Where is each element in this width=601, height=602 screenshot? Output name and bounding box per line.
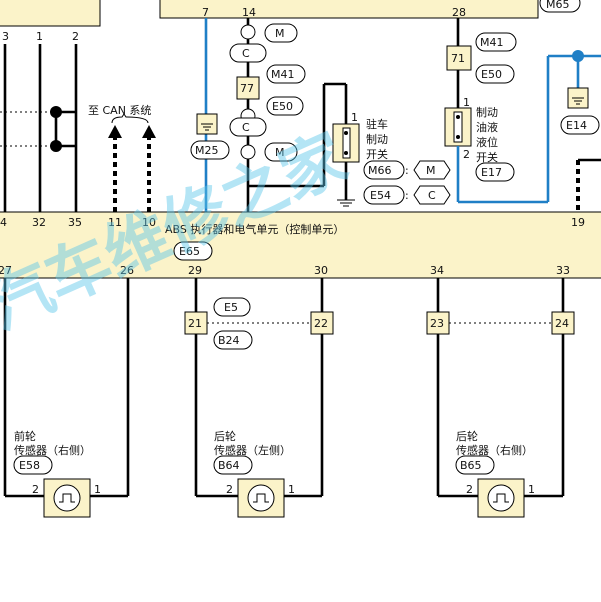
pin-26: 26 <box>120 264 134 277</box>
parking-brake-switch: 1 驻车 制动 开关 <box>332 111 388 207</box>
pin-1: 1 <box>463 96 470 109</box>
code-e50: E50 <box>481 68 502 81</box>
connector-group-m66: M66 : M E54 : C <box>363 160 451 205</box>
box-22: 22 <box>314 317 328 330</box>
fluid-label: 制动 <box>476 106 498 119</box>
connectors-center: M C 77 M41 E50 C M25 M <box>190 23 306 162</box>
pin-33: 33 <box>556 264 570 277</box>
pulse-sensor-icon <box>247 484 275 512</box>
code-e5: E5 <box>224 301 238 314</box>
parking-label: 开关 <box>366 147 388 161</box>
code-m65: M65 <box>546 0 570 11</box>
parking-label: 制动 <box>366 133 388 146</box>
box-21: 21 <box>188 317 202 330</box>
code-m41: M41 <box>480 36 504 49</box>
code-m: M <box>275 27 285 40</box>
code-b24: B24 <box>218 334 240 347</box>
svg-text:前轮: 前轮 <box>14 429 36 443</box>
svg-text:1: 1 <box>94 483 101 496</box>
code-c: C <box>242 121 250 134</box>
svg-text:1: 1 <box>288 483 295 496</box>
pin-29: 29 <box>188 264 202 277</box>
svg-text:2: 2 <box>466 483 473 496</box>
fluid-label: 开关 <box>476 150 498 164</box>
svg-text::: : <box>405 164 409 177</box>
sensor-rear-left: 后轮 传感器（左侧） B64 2 1 <box>213 429 295 518</box>
code-e65: E65 <box>179 245 200 258</box>
pin-32: 32 <box>32 216 46 229</box>
can-arrow <box>142 125 156 138</box>
code-e14: E14 <box>566 119 587 132</box>
pin-30: 30 <box>314 264 328 277</box>
code-m41: M41 <box>271 68 295 81</box>
left-bus <box>0 44 78 212</box>
junction-dot <box>50 106 62 118</box>
svg-text::: : <box>405 189 409 202</box>
pin-4: 4 <box>0 216 7 229</box>
svg-text:传感器（右侧）: 传感器（右侧） <box>14 443 91 457</box>
box-23: 23 <box>430 317 444 330</box>
code-m25: M25 <box>195 144 219 157</box>
code-e58: E58 <box>19 459 40 472</box>
pin-11: 11 <box>108 216 122 229</box>
top-left-connector: 3 1 2 <box>0 0 101 43</box>
fluid-label: 液位 <box>476 135 498 149</box>
joint-connectors: 21 22 23 24 E5 B24 <box>184 297 575 350</box>
box-71: 71 <box>451 52 465 65</box>
code-b65: B65 <box>460 459 482 472</box>
svg-text:传感器（左侧）: 传感器（左侧） <box>214 444 291 457</box>
abs-unit: 4 32 35 11 10 19 ABS 执行器和电气单元（控制单元） E65 … <box>0 211 601 279</box>
pin-7: 7 <box>202 6 209 19</box>
pulse-sensor-icon <box>53 484 81 512</box>
code-m: M <box>275 146 285 159</box>
pin-3: 3 <box>2 30 9 43</box>
sensor-front-right: 前轮 传感器（右侧） E58 2 1 <box>13 429 101 518</box>
svg-text:2: 2 <box>226 483 233 496</box>
sensor-rear-right: 后轮 传感器（右侧） B65 2 1 <box>455 429 535 518</box>
can-arrow <box>108 125 122 138</box>
fluid-label: 油液 <box>476 120 498 134</box>
sensor-wiring <box>3 278 565 498</box>
code-m66: M66 <box>368 164 392 177</box>
fluid-level-chain: 71 M41 E50 1 2 E14 制动 油液 液位 开关 E17 <box>444 18 601 212</box>
pin-34: 34 <box>430 264 444 277</box>
pin-1: 1 <box>351 111 358 124</box>
pin-10: 10 <box>142 216 156 229</box>
pin-27: 27 <box>0 264 12 277</box>
pin-19: 19 <box>571 216 585 229</box>
can-label: 至 CAN 系统 <box>88 104 151 117</box>
junction-dot <box>50 140 62 152</box>
code-c: C <box>428 189 436 202</box>
code-e54: E54 <box>370 189 391 202</box>
top-center-module: 7 14 28 M65 <box>159 0 581 19</box>
pin-2: 2 <box>72 30 79 43</box>
svg-text:传感器（右侧）: 传感器（右侧） <box>456 443 533 457</box>
svg-text:后轮: 后轮 <box>214 429 236 443</box>
box-24: 24 <box>555 317 569 330</box>
code-b64: B64 <box>218 459 240 472</box>
pin-1: 1 <box>36 30 43 43</box>
pin-28: 28 <box>452 6 466 19</box>
code-m: M <box>426 164 436 177</box>
parking-label: 驻车 <box>366 117 388 131</box>
box-77: 77 <box>240 82 254 95</box>
can-system: 至 CAN 系统 <box>88 104 156 212</box>
svg-text:2: 2 <box>32 483 39 496</box>
code-c: C <box>242 47 250 60</box>
pin-2: 2 <box>463 148 470 161</box>
junction-dot <box>572 50 584 62</box>
pin-14: 14 <box>242 6 256 19</box>
svg-text:后轮: 后轮 <box>456 429 478 443</box>
pulse-sensor-icon <box>487 484 515 512</box>
pin-35: 35 <box>68 216 82 229</box>
abs-title: ABS 执行器和电气单元（控制单元） <box>165 222 344 236</box>
svg-text:1: 1 <box>528 483 535 496</box>
code-e50: E50 <box>272 100 293 113</box>
code-e17: E17 <box>481 166 502 179</box>
